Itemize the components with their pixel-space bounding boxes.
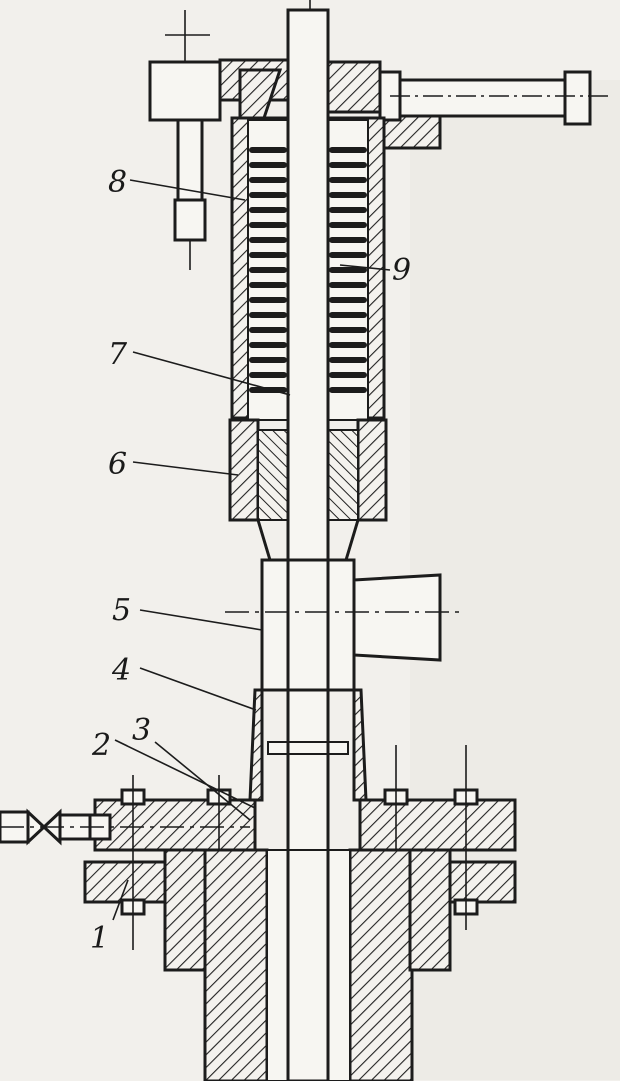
label-9: 9: [392, 253, 411, 288]
top-crosshead: [148, 10, 610, 270]
spring-coils-right: [329, 147, 367, 393]
label-8: 8: [108, 165, 127, 200]
label-2: 2: [91, 728, 111, 763]
label-1: 1: [90, 921, 109, 956]
lower-casing: [163, 848, 452, 1081]
label-3: 3: [132, 713, 151, 748]
flange-bolts: [120, 745, 479, 950]
spring-coils-left: [249, 147, 287, 393]
side-valve: [0, 808, 250, 846]
label-4: 4: [111, 653, 131, 688]
side-outlet: [225, 558, 460, 692]
label-7: 7: [108, 337, 128, 372]
leader-lines: [112, 179, 391, 921]
coupling-sleeve: [228, 418, 388, 562]
label-5: 5: [112, 593, 131, 628]
label-6: 6: [108, 447, 127, 482]
part-labels: 8 9 7 6 5 4 2 3 1: [90, 165, 411, 956]
